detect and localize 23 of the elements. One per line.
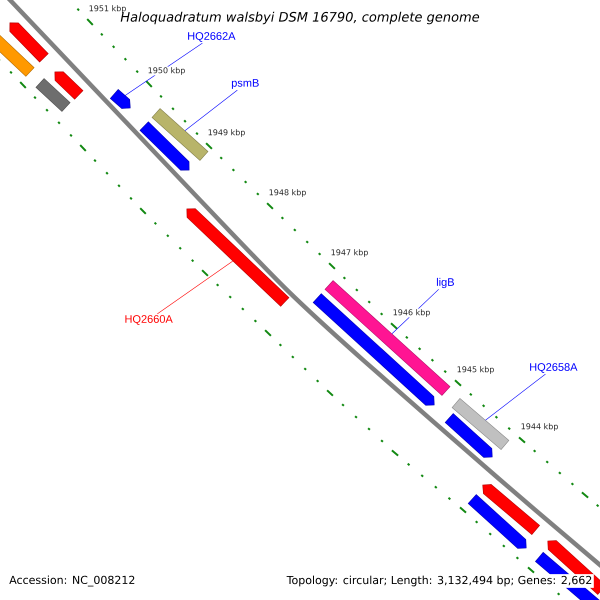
gene-feature	[110, 89, 131, 109]
gene-label: HQ2658A	[530, 363, 578, 373]
gene-feature	[186, 208, 290, 307]
tick-label: 1951 kbp	[88, 4, 127, 14]
tick-label: 1945 kbp	[456, 366, 495, 374]
leader-line	[157, 260, 234, 314]
tick-label: 1948 kbp	[268, 188, 307, 198]
genome-stats-text: Topology: circular; Length: 3,132,494 bp; Genes: 2,662	[285, 574, 594, 588]
tick-label: 1947 kbp	[330, 248, 369, 258]
tick-label: 1946 kbp	[392, 308, 431, 318]
gene-label: psmB	[232, 79, 259, 89]
gene-feature	[152, 108, 208, 161]
leader-line	[184, 90, 238, 131]
leader-line	[485, 374, 546, 420]
tick-label: 1949 kbp	[207, 128, 246, 138]
gene-label: HQ2660A	[125, 315, 173, 325]
title: Haloquadratum walsbyi DSM 16790, complete genome	[120, 12, 480, 24]
accession-text: Accession: NC_008212	[9, 576, 134, 586]
tick-label: 1944 kbp	[520, 422, 559, 432]
gene-feature	[452, 398, 510, 450]
gene-label: ligB	[436, 278, 454, 288]
tick-label: 1950 kbp	[147, 66, 186, 76]
gene-label: HQ2662A	[188, 32, 236, 42]
